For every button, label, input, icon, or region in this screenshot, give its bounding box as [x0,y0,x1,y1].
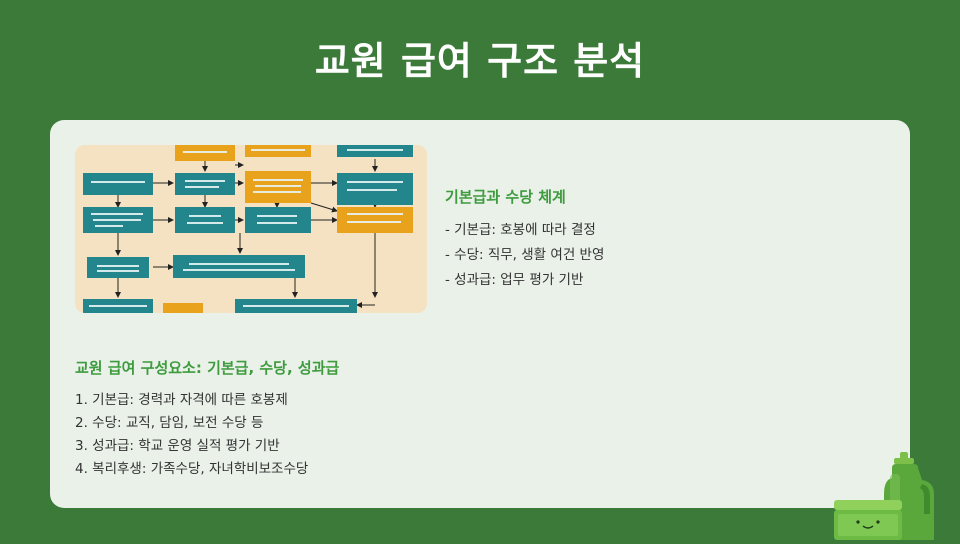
list-item: 2. 수당: 교직, 담임, 보전 수당 등 [75,415,264,431]
main-section-heading: 교원 급여 구성요소: 기본급, 수당, 성과급 [75,359,340,377]
slide-title: 교원 급여 구조 분석 [314,39,646,83]
list-item: - 수당: 직무, 생활 여건 반영 [445,247,605,263]
side-section-list: - 기본급: 호봉에 따라 결정 - 수당: 직무, 생활 여건 반영 - 성과… [445,218,604,293]
list-item: 3. 성과급: 학교 운영 실적 평가 기반 [75,438,280,454]
list-item: 4. 복리후생: 가족수당, 자녀학비보조수당 [75,461,309,477]
list-item: - 성과급: 업무 평가 기반 [445,272,584,288]
flowchart-image [75,145,427,313]
detergent-mascot-illustration [830,450,960,540]
list-item: 1. 기본급: 경력과 자격에 따른 호봉제 [75,392,288,408]
main-section-list: 1. 기본급: 경력과 자격에 따른 호봉제 2. 수당: 교직, 담임, 보전… [75,389,308,481]
content-card: 기본급과 수당 체계 - 기본급: 호봉에 따라 결정 - 수당: 직무, 생활… [50,120,910,508]
side-section-heading: 기본급과 수당 체계 [445,188,566,206]
list-item: - 기본급: 호봉에 따라 결정 [445,222,596,238]
